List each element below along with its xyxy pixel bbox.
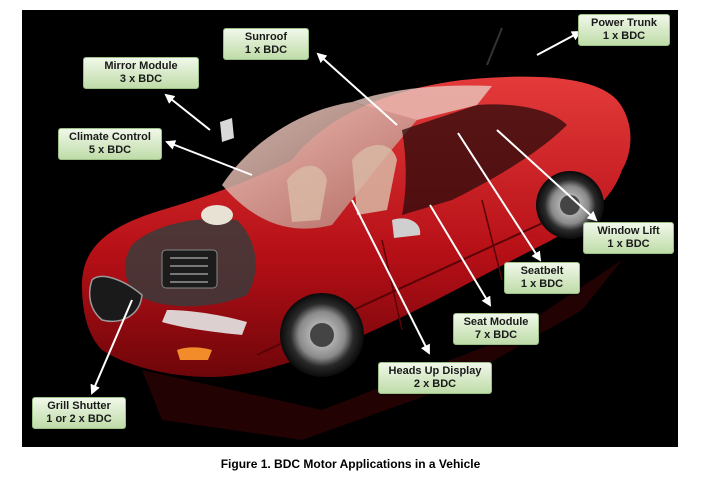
callout-climate-control: Climate Control 5 x BDC bbox=[58, 128, 162, 160]
car-illustration-panel: Power Trunk 1 x BDC Sunroof 1 x BDC Mirr… bbox=[22, 10, 678, 447]
arrow-grill-shutter bbox=[90, 299, 133, 395]
arrow-sunroof bbox=[316, 52, 398, 126]
arrow-heads-up-display bbox=[351, 199, 430, 355]
callout-mirror-module: Mirror Module 3 x BDC bbox=[83, 57, 199, 89]
front-grille bbox=[89, 275, 143, 322]
callout-label: Power Trunk bbox=[590, 17, 658, 29]
coolant-reservoir bbox=[201, 205, 233, 225]
car-roof-opening bbox=[352, 85, 492, 120]
callout-count: 1 x BDC bbox=[607, 238, 650, 250]
arrow-power-trunk bbox=[536, 31, 582, 56]
car-illustration bbox=[82, 27, 631, 440]
callout-count: 7 x BDC bbox=[474, 329, 518, 341]
callout-count: 1 x BDC bbox=[244, 44, 288, 56]
arrow-climate-control bbox=[165, 140, 253, 176]
headlight bbox=[162, 310, 247, 335]
callout-count: 1 or 2 x BDC bbox=[46, 413, 112, 425]
fog-light bbox=[177, 347, 212, 360]
antenna bbox=[486, 27, 503, 66]
arrow-seat-module bbox=[429, 204, 492, 307]
car-side-window bbox=[402, 104, 567, 215]
callout-count: 3 x BDC bbox=[119, 73, 163, 85]
callout-count: 1 x BDC bbox=[520, 278, 564, 290]
callout-label: Seatbelt bbox=[520, 265, 564, 277]
car-reflection bbox=[142, 260, 622, 440]
arrow-seatbelt bbox=[457, 132, 542, 262]
figure-caption: Figure 1. BDC Motor Applications in a Ve… bbox=[220, 457, 481, 471]
callout-sunroof: Sunroof 1 x BDC bbox=[223, 28, 309, 60]
callout-label: Mirror Module bbox=[104, 60, 178, 72]
callout-count: 2 x BDC bbox=[413, 378, 457, 390]
callout-window-lift: Window Lift 1 x BDC bbox=[583, 222, 674, 254]
callout-power-trunk: Power Trunk 1 x BDC bbox=[578, 14, 670, 46]
side-mirror bbox=[392, 218, 421, 238]
callout-seatbelt: Seatbelt 1 x BDC bbox=[504, 262, 580, 294]
callout-count: 1 x BDC bbox=[602, 30, 646, 42]
arrow-window-lift bbox=[496, 129, 598, 222]
callout-label: Sunroof bbox=[244, 31, 288, 43]
callout-label: Climate Control bbox=[69, 131, 151, 143]
car-windshield bbox=[222, 102, 417, 229]
callout-count: 5 x BDC bbox=[88, 144, 132, 156]
car-seat bbox=[352, 145, 397, 215]
callout-grill-shutter: Grill Shutter 1 or 2 x BDC bbox=[32, 397, 126, 429]
callout-label: Heads Up Display bbox=[388, 365, 482, 377]
mirror-arm bbox=[220, 118, 234, 142]
callout-seat-module: Seat Module 7 x BDC bbox=[453, 313, 539, 345]
callout-heads-up-display: Heads Up Display 2 x BDC bbox=[378, 362, 492, 394]
arrow-mirror-module bbox=[164, 93, 211, 131]
engine-block bbox=[161, 249, 218, 289]
callout-label: Seat Module bbox=[463, 316, 529, 328]
callout-label: Window Lift bbox=[597, 225, 660, 237]
car-seat bbox=[287, 165, 327, 222]
callout-label: Grill Shutter bbox=[47, 400, 111, 412]
